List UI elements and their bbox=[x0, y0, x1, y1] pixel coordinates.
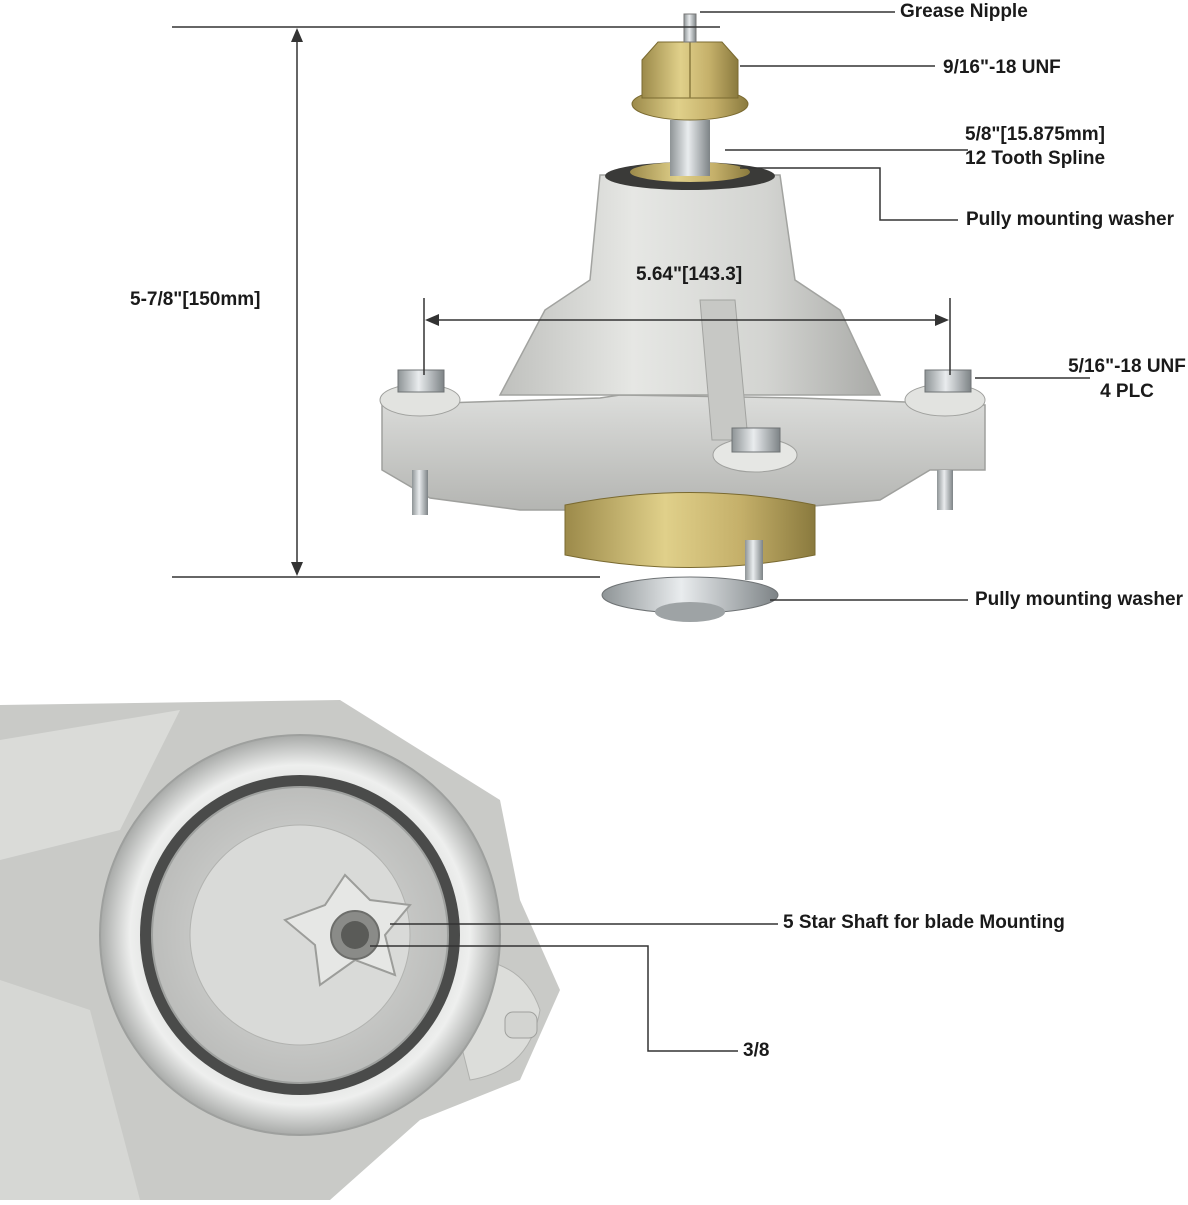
mounting-bolt bbox=[924, 369, 972, 510]
label-height-dimension: 5-7/8"[150mm] bbox=[130, 289, 261, 310]
height-arrow-top bbox=[291, 28, 303, 42]
mounting-bolt bbox=[731, 427, 781, 580]
lower-spacer bbox=[564, 492, 816, 568]
label-width-dimension: 5.64"[143.3] bbox=[636, 264, 743, 285]
label-star-shaft: 5 Star Shaft for blade Mounting bbox=[783, 912, 1065, 933]
spindle-housing bbox=[498, 174, 882, 396]
dimension-lines bbox=[172, 11, 1090, 1052]
mounting-bolt bbox=[397, 369, 445, 515]
bearing-closeup-illustration bbox=[0, 700, 560, 1200]
label-nut-thread: 9/16"-18 UNF bbox=[943, 57, 1061, 78]
label-washer-top: Pully mounting washer bbox=[966, 209, 1174, 230]
leader-washer-top bbox=[740, 167, 958, 221]
label-thread-size: 3/8 bbox=[743, 1040, 770, 1061]
height-arrow-bottom bbox=[291, 562, 303, 576]
label-spline-teeth: 12 Tooth Spline bbox=[965, 148, 1106, 169]
width-arrow-left bbox=[425, 314, 439, 326]
label-bolt-count: 4 PLC bbox=[1100, 381, 1154, 402]
label-grease-nipple: Grease Nipple bbox=[900, 1, 1028, 22]
spindle-shaft bbox=[670, 120, 710, 176]
label-bolt-thread: 5/16"-18 UNF bbox=[1068, 356, 1186, 377]
grease-nipple bbox=[683, 13, 697, 43]
leader-thread-size bbox=[370, 945, 738, 1052]
spindle-assembly-illustration bbox=[379, 13, 986, 622]
label-spline-size: 5/8"[15.875mm] bbox=[965, 124, 1105, 145]
width-arrow-right bbox=[935, 314, 949, 326]
label-washer-bottom: Pully mounting washer bbox=[975, 589, 1183, 610]
